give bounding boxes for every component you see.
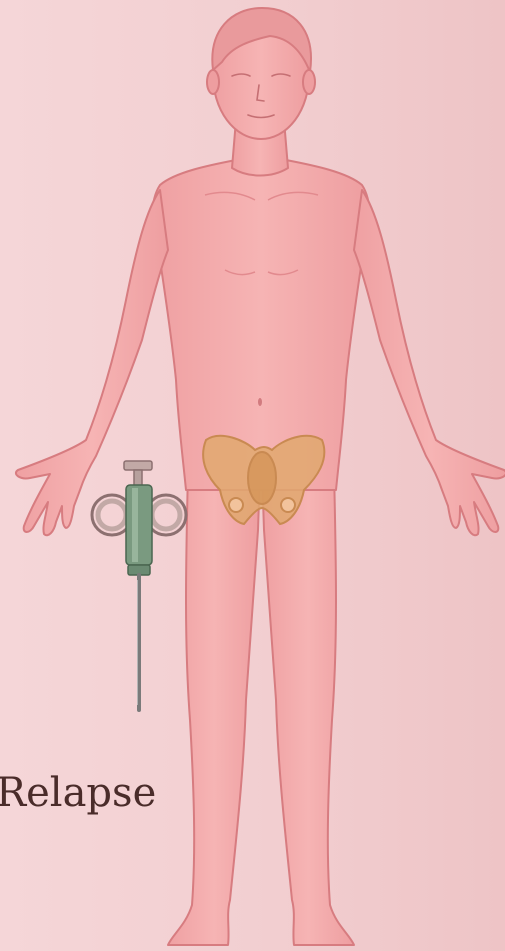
- needle-cap: [124, 461, 152, 470]
- left-ear: [207, 70, 219, 94]
- torso: [153, 160, 370, 490]
- left-leg: [168, 470, 260, 945]
- navel: [258, 398, 262, 406]
- bone-marrow-biopsy-needle: [92, 461, 186, 710]
- needle-barrel: [126, 485, 152, 565]
- left-arm: [16, 190, 168, 535]
- right-ear: [303, 70, 315, 94]
- right-leg: [262, 470, 354, 945]
- relapse-label: Relapse: [0, 770, 156, 816]
- right-arm: [354, 190, 505, 535]
